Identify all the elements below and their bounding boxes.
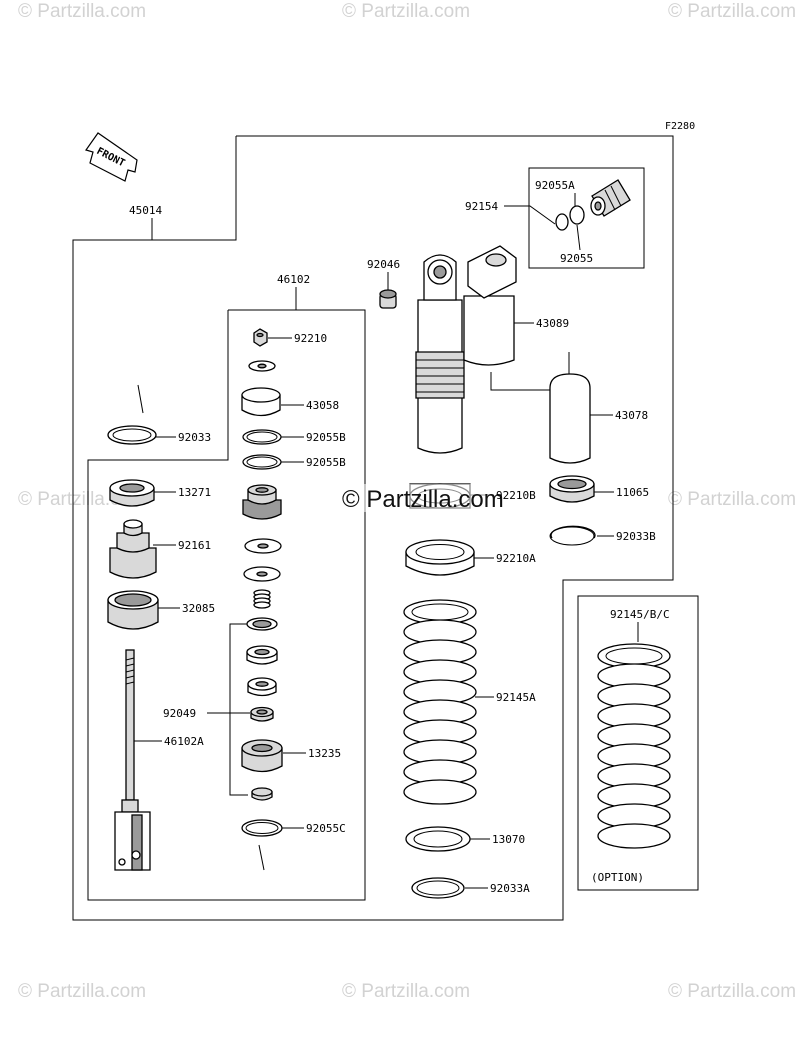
part-shim-1 [244, 538, 282, 554]
label-92210B: 92210B [496, 489, 536, 502]
part-43058-collar [241, 387, 281, 417]
frame-46102 [87, 309, 366, 901]
label-92145A: 92145A [496, 691, 536, 704]
label-13235: 13235 [308, 747, 341, 760]
label-92033: 92033 [178, 431, 211, 444]
label-43058: 43058 [306, 399, 339, 412]
part-92145BC-spring-option [597, 643, 671, 849]
watermark-bottom-right: © Partzilla.com [668, 981, 796, 1002]
watermark-mid-right: © Partzilla.com [668, 489, 796, 510]
part-92033B-snap-ring [549, 525, 596, 546]
label-46102: 46102 [277, 273, 310, 286]
label-92145BC: 92145/B/C [610, 608, 670, 621]
part-seal-3 [247, 677, 277, 697]
part-92055C-o-ring [241, 819, 283, 837]
part-92210-nut [253, 328, 268, 347]
watermark-center-backdrop [340, 484, 525, 512]
label-92033B: 92033B [616, 530, 656, 543]
part-43089-shock-body [415, 245, 517, 454]
leader-lines [134, 193, 639, 889]
watermark-bottom-left: © Partzilla.com [18, 981, 146, 1002]
part-labels: 45014 46102 92210 43058 92055B 92055B 92… [129, 179, 670, 895]
part-small-spring [253, 589, 271, 609]
part-92154-valve [590, 179, 631, 217]
label-92033A: 92033A [490, 882, 530, 895]
watermark-top-center: © Partzilla.com [342, 1, 470, 22]
part-13070-spring-seat [405, 826, 471, 852]
part-shim-2 [243, 566, 281, 582]
part-46102A-damper-rod [114, 649, 151, 871]
label-92161: 92161 [178, 539, 211, 552]
part-seal-2 [246, 645, 278, 665]
label-43089: 43089 [536, 317, 569, 330]
frame-valve [528, 167, 645, 269]
label-45014: 45014 [129, 204, 162, 217]
frame-45014 [72, 135, 674, 921]
part-92145A-spring [403, 599, 477, 805]
part-92033-snap-ring [107, 425, 157, 445]
label-32085: 32085 [182, 602, 215, 615]
label-92154: 92154 [465, 200, 498, 213]
label-92049: 92049 [163, 707, 196, 720]
frame-option [577, 595, 699, 891]
part-92055A-o-ring [555, 213, 569, 231]
option-label: (OPTION) [591, 871, 644, 884]
part-92161-bump-rubber [109, 519, 157, 579]
watermark-bottom-center: © Partzilla.com [342, 981, 470, 1002]
part-92055-o-ring [569, 205, 585, 225]
label-13271: 13271 [178, 486, 211, 499]
part-11065-cap [549, 475, 595, 503]
assembly-frames [72, 135, 699, 921]
label-46102A: 46102A [164, 735, 204, 748]
part-92210A-nut [405, 539, 475, 576]
label-92210: 92210 [294, 332, 327, 345]
label-92055: 92055 [560, 252, 593, 265]
watermark-top-left: © Partzilla.com [18, 1, 146, 22]
label-92055C: 92055C [306, 822, 346, 835]
label-92055A: 92055A [535, 179, 575, 192]
part-92033A-snap-ring [411, 877, 465, 899]
front-arrow-icon: FRONT [85, 132, 138, 182]
part-seal-1 [246, 617, 278, 631]
part-lower-bushing [251, 787, 273, 801]
label-92055B-2: 92055B [306, 456, 346, 469]
part-43078-reservoir-cap [549, 373, 591, 464]
part-92055B-o-ring-1 [242, 429, 282, 445]
label-11065: 11065 [616, 486, 649, 499]
label-43078: 43078 [615, 409, 648, 422]
figure-code: F2280 [665, 121, 695, 132]
part-92049-bushing [250, 706, 274, 722]
part-13271-cap [109, 479, 155, 507]
watermark-center: © Partzilla.com [342, 486, 504, 513]
watermark-top-right: © Partzilla.com [668, 1, 796, 22]
part-92046-needle-bearing [379, 289, 397, 309]
label-13070: 13070 [492, 833, 525, 846]
watermark-layer: © Partzilla.com © Partzilla.com © Partzi… [18, 1, 796, 1002]
part-32085-guard [107, 590, 159, 630]
label-92210A: 92210A [496, 552, 536, 565]
part-valve-piston [242, 484, 282, 520]
label-92046: 92046 [367, 258, 400, 271]
label-92055B-1: 92055B [306, 431, 346, 444]
part-13235-seal-head [241, 739, 283, 773]
part-washer [248, 360, 276, 372]
part-92055B-o-ring-2 [242, 454, 282, 470]
